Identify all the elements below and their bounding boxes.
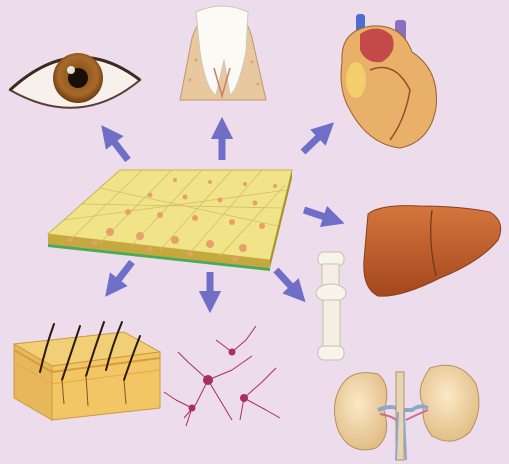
arrow-to-liver <box>304 210 334 220</box>
eye-icon <box>10 53 140 108</box>
arrow-to-skin <box>112 262 132 288</box>
arrow-to-eye <box>108 134 128 160</box>
skin-icon <box>14 322 160 420</box>
stem-cell-sheet <box>48 170 292 271</box>
tooth-icon <box>180 6 266 100</box>
kidney-icon <box>334 365 478 460</box>
heart-icon <box>341 14 437 148</box>
arrow-to-heart <box>303 130 326 152</box>
neuron-icon <box>164 326 280 426</box>
arrow-to-bone <box>276 270 298 294</box>
liver-icon <box>364 206 501 297</box>
bone-icon <box>316 252 346 360</box>
